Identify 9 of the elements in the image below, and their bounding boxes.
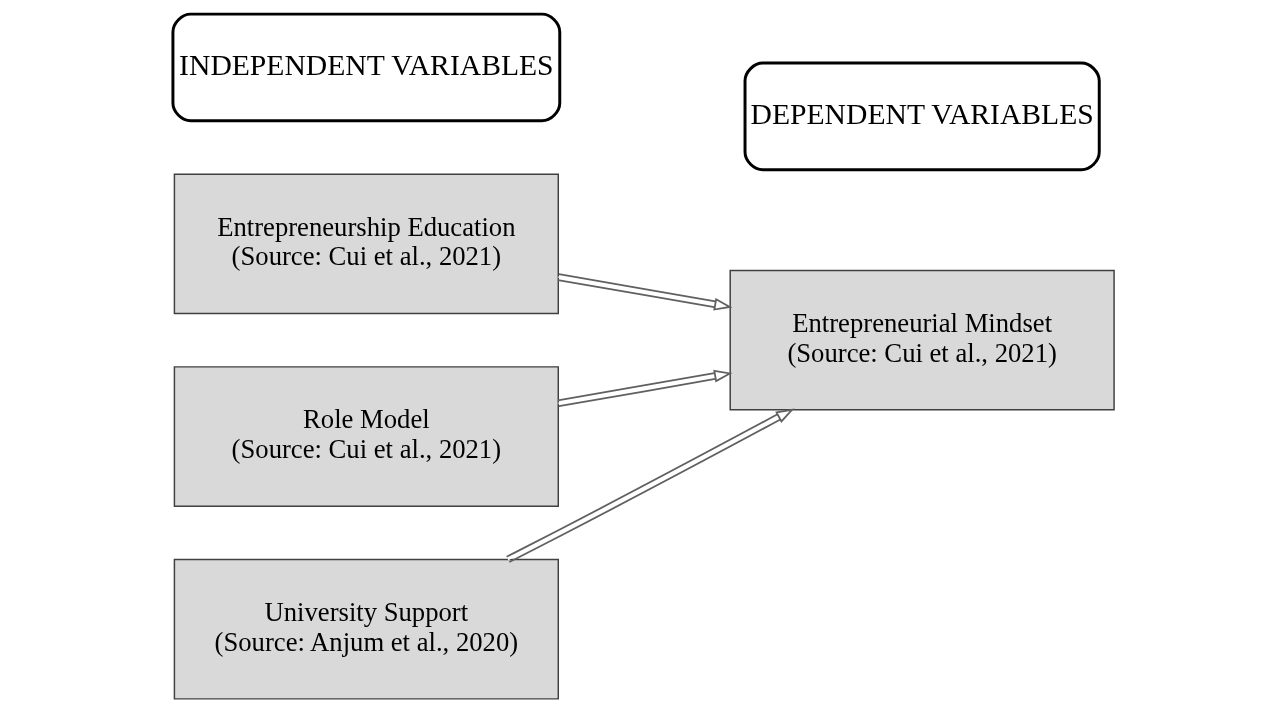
node-box: Entrepreneurial Mindset (Source: Cui et al., 2021) <box>729 269 1115 411</box>
arrow <box>505 408 795 563</box>
arrow <box>557 273 733 311</box>
arrow <box>557 369 733 408</box>
node-box: Entrepreneurship Education (Source: Cui et al., 2021) <box>173 173 559 315</box>
node-box: University Support (Source: Anjum et al., 2020) <box>173 558 559 700</box>
node-box: DEPENDENT VARIABLES <box>743 61 1101 172</box>
node-box: INDEPENDENT VARIABLES <box>171 12 562 123</box>
node-box: Role Model (Source: Cui et al., 2021) <box>173 366 559 507</box>
